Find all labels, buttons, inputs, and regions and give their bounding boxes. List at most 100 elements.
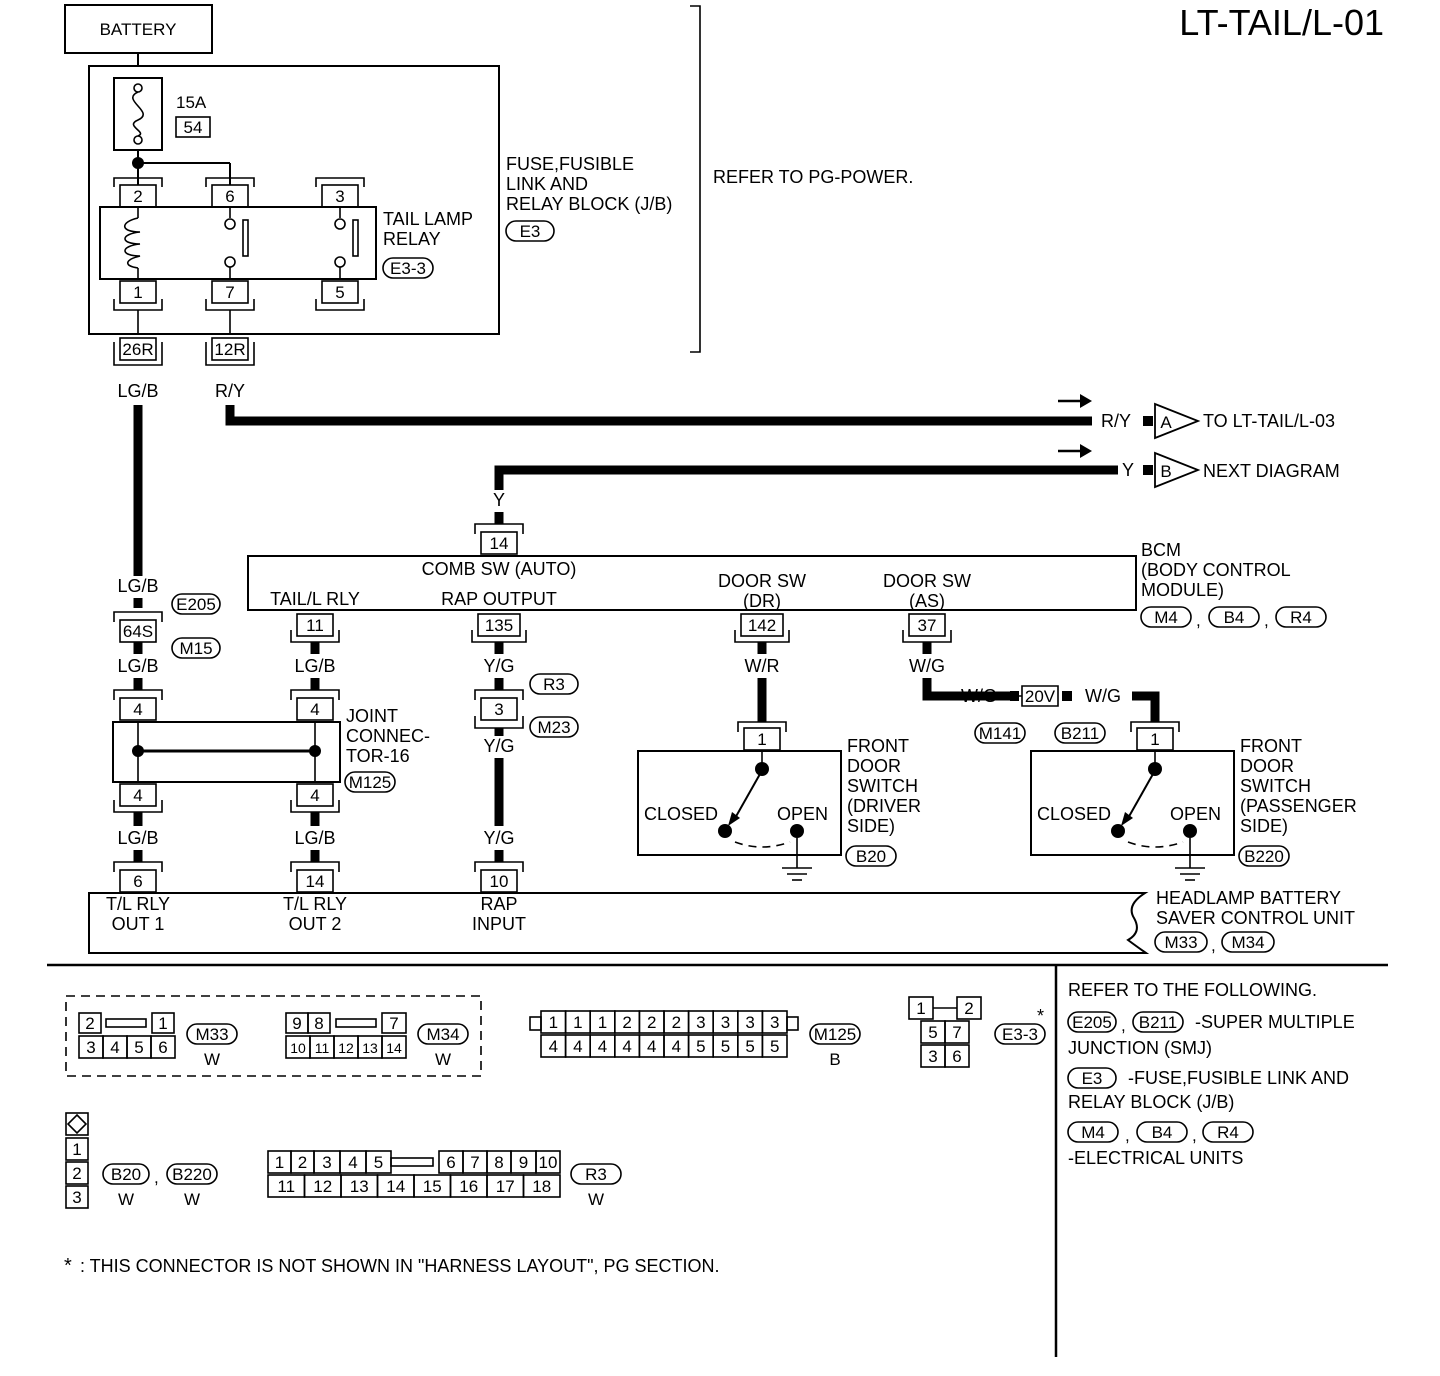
jb-terminals: 26R 12R: [113, 310, 255, 366]
bcm-door-dr-2: (DR): [743, 591, 781, 611]
svg-text:LG/B: LG/B: [117, 656, 158, 676]
svg-text:(DRIVER: (DRIVER: [847, 796, 921, 816]
bcm-rap-output: RAP OUTPUT: [441, 589, 557, 609]
svg-text:11: 11: [306, 616, 324, 635]
svg-text:-FUSE,FUSIBLE LINK AND: -FUSE,FUSIBLE LINK AND: [1128, 1068, 1349, 1088]
r3-pin-label: 12: [313, 1177, 332, 1196]
wire-y: [494, 465, 1118, 490]
bcm-door-as-2: (AS): [909, 591, 945, 611]
svg-text:E3: E3: [520, 222, 541, 241]
svg-text:3: 3: [72, 1188, 81, 1207]
svg-text:-SUPER MULTIPLE: -SUPER MULTIPLE: [1195, 1012, 1355, 1032]
svg-text:B: B: [1160, 462, 1171, 481]
svg-text:10: 10: [490, 872, 509, 891]
r3-pin-label: 8: [494, 1153, 503, 1172]
legend-e3-3: 1 2 5 7 3 6 E3-3 *: [908, 996, 1046, 1068]
r3-pin-label: 2: [298, 1153, 307, 1172]
svg-text:4: 4: [133, 700, 142, 719]
bcm-pin-14: 14: [474, 523, 524, 555]
bcm-door-as-1: DOOR SW: [883, 571, 971, 591]
svg-text:6: 6: [225, 187, 234, 206]
svg-text:M125: M125: [349, 773, 392, 792]
svg-text:6: 6: [133, 872, 142, 891]
svg-text:E205: E205: [176, 595, 216, 614]
svg-text:W: W: [184, 1190, 200, 1209]
r3-pin-label: 4: [348, 1153, 357, 1172]
svg-text:DOOR: DOOR: [1240, 756, 1294, 776]
svg-text:14: 14: [306, 872, 325, 891]
svg-text:Y/G: Y/G: [483, 736, 514, 756]
r3-pin-label: 14: [386, 1177, 405, 1196]
bcm-bottom-pins: 11 135 142 37: [290, 613, 952, 643]
svg-text:142: 142: [748, 616, 776, 635]
svg-text:135: 135: [485, 616, 513, 635]
legend-m125-pill: [809, 1023, 861, 1045]
svg-text:B: B: [829, 1050, 840, 1069]
bcm-tail-l-rly: TAIL/L RLY: [270, 589, 360, 609]
svg-text:W/G: W/G: [961, 686, 997, 706]
svg-text:E3: E3: [1082, 1069, 1103, 1088]
svg-text:5: 5: [335, 283, 344, 302]
svg-text:4: 4: [310, 786, 319, 805]
bcm-door-dr-1: DOOR SW: [718, 571, 806, 591]
svg-text:M33: M33: [1164, 933, 1197, 952]
svg-text:M125: M125: [814, 1025, 857, 1044]
svg-text:2: 2: [133, 187, 142, 206]
svg-text:OPEN: OPEN: [1170, 804, 1221, 824]
svg-text:OUT 1: OUT 1: [112, 914, 165, 934]
m125-pin-label: 4: [573, 1037, 582, 1056]
svg-text:B20: B20: [111, 1165, 141, 1184]
svg-text:1: 1: [72, 1140, 81, 1159]
svg-text:B220: B220: [1244, 847, 1284, 866]
legend-footnote: : THIS CONNECTOR IS NOT SHOWN IN "HARNES…: [80, 1256, 720, 1276]
relay-contact-3-5: [334, 207, 359, 279]
svg-text:RELAY BLOCK (J/B): RELAY BLOCK (J/B): [1068, 1092, 1234, 1112]
legend-m33-m34-box: [65, 995, 482, 1077]
svg-text:B211: B211: [1061, 724, 1099, 743]
svg-text:E205: E205: [1072, 1013, 1112, 1032]
relay-label-2: RELAY: [383, 229, 441, 249]
m125-pin-label: 3: [770, 1013, 779, 1032]
m125-pin-label: 4: [598, 1037, 607, 1056]
svg-text:M15: M15: [179, 639, 212, 658]
diagram-title: LT-TAIL/L-01: [1179, 2, 1384, 43]
svg-text:*: *: [1037, 1006, 1044, 1026]
svg-text:CLOSED: CLOSED: [644, 804, 718, 824]
svg-text:W/G: W/G: [909, 656, 945, 676]
svg-text:R/Y: R/Y: [1101, 411, 1131, 431]
svg-text:Y/G: Y/G: [483, 828, 514, 848]
arrow-b-dest: NEXT DIAGRAM: [1203, 461, 1340, 481]
m125-pin-label: 2: [622, 1013, 631, 1032]
m125-pin-label: 5: [696, 1037, 705, 1056]
svg-text:5: 5: [928, 1023, 937, 1042]
svg-text:37: 37: [918, 616, 937, 635]
svg-text:R4: R4: [1217, 1123, 1239, 1142]
svg-text:R3: R3: [543, 675, 565, 694]
svg-text:9: 9: [292, 1014, 301, 1033]
svg-text:*: *: [64, 1255, 72, 1277]
svg-text:2: 2: [85, 1014, 94, 1033]
bcm-comb-sw: COMB SW (AUTO): [422, 559, 577, 579]
svg-text:64S: 64S: [123, 622, 153, 641]
svg-text:FRONT: FRONT: [1240, 736, 1302, 756]
svg-text:7: 7: [389, 1014, 398, 1033]
svg-text:,: ,: [1125, 1126, 1130, 1145]
svg-text:INPUT: INPUT: [472, 914, 526, 934]
svg-text:LG/B: LG/B: [117, 576, 158, 596]
fuse-num: 54: [184, 118, 203, 137]
svg-text:,: ,: [1192, 1126, 1197, 1145]
svg-text:3: 3: [494, 700, 503, 719]
svg-text:Y: Y: [1122, 460, 1134, 480]
svg-text:3: 3: [86, 1038, 95, 1057]
joint-label-2: CONNEC-: [346, 726, 430, 746]
bcm-label-1: BCM: [1141, 540, 1181, 560]
svg-text:,: ,: [1196, 611, 1201, 630]
svg-text:R4: R4: [1290, 608, 1312, 627]
m125-pin-label: 1: [598, 1013, 607, 1032]
front-door-switch-driver: 1 CLOSED OPEN: [637, 721, 842, 881]
svg-text:M33: M33: [195, 1025, 228, 1044]
bcm-label-3: MODULE): [1141, 580, 1224, 600]
front-door-switch-passenger: 1 CLOSED OPEN: [1030, 721, 1235, 881]
